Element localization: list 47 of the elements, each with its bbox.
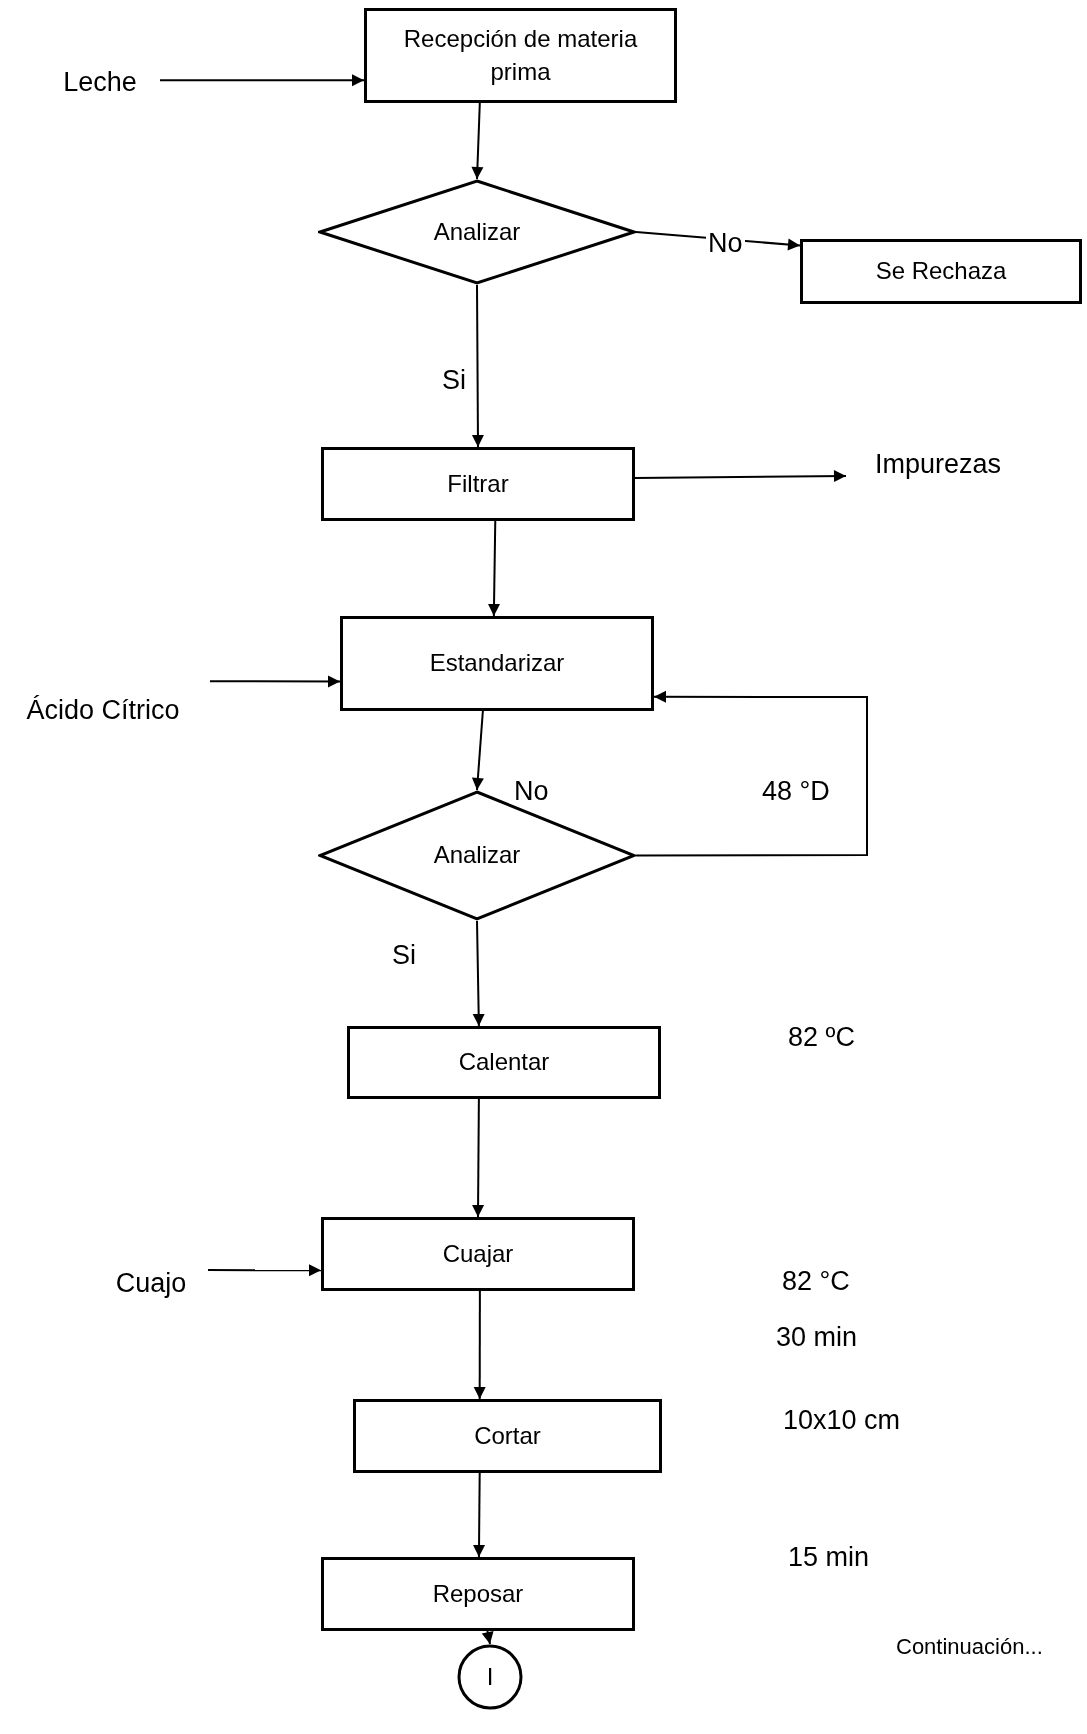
process-box [340, 616, 654, 711]
arrow [472, 920, 485, 1027]
step-label: Analizar [433, 216, 521, 247]
flow-label: Leche [63, 65, 137, 99]
flow-label: Ácido Cítrico [26, 693, 180, 727]
step-label: Estandarizar [429, 648, 565, 679]
step-label: Calentar [458, 1047, 550, 1078]
flow-label: Impurezas [874, 447, 1002, 481]
process-box [347, 1026, 661, 1099]
parameter-note: 10x10 cm [783, 1405, 901, 1436]
arrow [471, 102, 484, 180]
arrow [481, 1630, 494, 1645]
arrow [473, 1290, 486, 1400]
step-label: Se Rechaza [875, 256, 1007, 287]
decision-diamond [318, 179, 636, 285]
process-box [321, 447, 635, 521]
step-label: Reposar [432, 1578, 524, 1609]
arrow [488, 520, 501, 617]
arrow [472, 1098, 485, 1218]
step-label: Analizar [433, 840, 521, 871]
step-label: I [486, 1661, 494, 1692]
process-box [321, 1557, 635, 1631]
process-box [800, 239, 1082, 304]
arrow [159, 74, 365, 87]
connector-circle [457, 1644, 523, 1710]
arrow [207, 1264, 322, 1277]
parameter-note: 82 °C [782, 1266, 850, 1297]
parameter-note: 15 min [788, 1542, 870, 1573]
step-label: Cortar [474, 1420, 541, 1451]
process-box [353, 1399, 662, 1473]
arrow [634, 470, 847, 482]
parameter-note: No [514, 776, 549, 807]
step-label: Cuajar [442, 1238, 514, 1269]
parameter-note: 48 °D [762, 776, 830, 807]
flow-label: Cuajo [115, 1266, 187, 1300]
arrow [471, 710, 484, 791]
arrow [471, 284, 484, 448]
arrow [473, 1472, 486, 1558]
arrow [209, 675, 341, 688]
parameter-note: 82 ºC [788, 1022, 855, 1053]
continuation-note: Continuación... [896, 1634, 1043, 1660]
step-label: Recepción de materia prima [402, 24, 639, 87]
step-label: Filtrar [447, 468, 509, 499]
parameter-note: 30 min [776, 1322, 858, 1353]
process-box [364, 8, 677, 103]
process-box [321, 1217, 635, 1291]
arrow [635, 690, 868, 857]
